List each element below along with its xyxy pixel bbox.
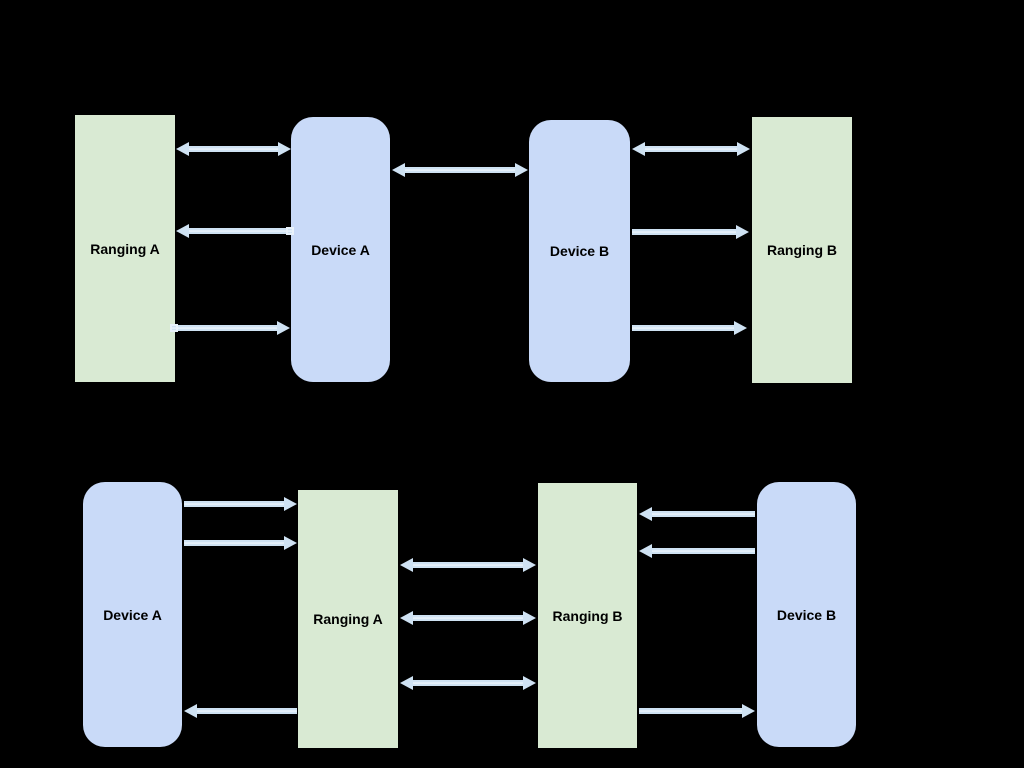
bottom-ranging-a-box: Ranging A <box>298 490 398 748</box>
arrowhead-left-icon <box>176 224 189 238</box>
arrow-tail-square-icon <box>170 324 178 332</box>
arrowhead-left-icon <box>400 611 413 625</box>
bottom-ranging-a-label: Ranging A <box>313 611 383 627</box>
arrowhead-left-icon <box>400 676 413 690</box>
arrowhead-left-icon <box>392 163 405 177</box>
arrow-shaft <box>411 562 525 568</box>
arrow-shaft <box>187 228 292 234</box>
arrow-shaft <box>650 548 755 554</box>
bottom-device-b-box: Device B <box>757 482 856 747</box>
arrow-bottom-ranging-a-ranging-b-bidirectional-lower <box>400 676 536 690</box>
arrowhead-right-icon <box>277 321 290 335</box>
top-device-b-label: Device B <box>549 243 610 259</box>
arrowhead-right-icon <box>736 225 749 239</box>
arrow-shaft <box>632 229 738 235</box>
arrow-shaft <box>184 501 286 507</box>
arrowhead-right-icon <box>515 163 528 177</box>
arrowhead-right-icon <box>737 142 750 156</box>
arrow-bottom-device-a-to-ranging-a-top <box>184 497 297 511</box>
bottom-ranging-b-label: Ranging B <box>552 607 623 624</box>
arrow-top-device-a-to-ranging-a <box>176 224 294 238</box>
arrowhead-right-icon <box>284 497 297 511</box>
top-ranging-a-label: Ranging A <box>90 240 160 257</box>
arrowhead-left-icon <box>632 142 645 156</box>
arrow-bottom-device-b-to-ranging-b-top <box>639 507 755 521</box>
arrow-shaft <box>184 540 286 546</box>
arrow-top-ranging-a-device-a-bidirectional <box>176 142 291 156</box>
arrow-shaft <box>195 708 297 714</box>
arrow-shaft <box>187 146 280 152</box>
arrow-top-ranging-a-to-device-a <box>170 321 290 335</box>
arrow-bottom-ranging-a-ranging-b-bidirectional-upper <box>400 558 536 572</box>
arrowhead-left-icon <box>400 558 413 572</box>
arrow-bottom-ranging-a-ranging-b-bidirectional-middle <box>400 611 536 625</box>
arrowhead-right-icon <box>734 321 747 335</box>
arrow-shaft <box>650 511 755 517</box>
arrowhead-right-icon <box>523 558 536 572</box>
arrowhead-left-icon <box>176 142 189 156</box>
arrow-top-device-b-to-ranging-b-bottom <box>632 321 747 335</box>
arrow-shaft <box>403 167 517 173</box>
arrow-top-device-b-to-ranging-b-middle <box>632 225 749 239</box>
arrow-bottom-ranging-a-to-device-a <box>184 704 297 718</box>
arrow-shaft <box>411 615 525 621</box>
top-device-a-box: Device A <box>291 117 390 382</box>
top-device-a-label: Device A <box>311 241 370 258</box>
top-ranging-b-box: Ranging B <box>752 117 852 383</box>
arrowhead-right-icon <box>523 676 536 690</box>
arrow-shaft <box>411 680 525 686</box>
top-ranging-a-box: Ranging A <box>75 115 175 382</box>
top-ranging-b-label: Ranging B <box>767 242 837 258</box>
arrow-shaft <box>172 325 279 331</box>
arrow-top-device-b-ranging-b-bidirectional <box>632 142 750 156</box>
arrow-bottom-device-b-to-ranging-b-upper <box>639 544 755 558</box>
arrow-shaft <box>639 708 744 714</box>
arrowhead-left-icon <box>639 507 652 521</box>
arrowhead-right-icon <box>742 704 755 718</box>
arrow-bottom-ranging-b-to-device-b <box>639 704 755 718</box>
bottom-ranging-b-box: Ranging B <box>538 483 637 748</box>
arrowhead-right-icon <box>284 536 297 550</box>
arrow-top-device-a-device-b-bidirectional <box>392 163 528 177</box>
arrow-tail-square-icon <box>286 227 294 235</box>
arrowhead-left-icon <box>184 704 197 718</box>
arrowhead-right-icon <box>523 611 536 625</box>
arrow-shaft <box>632 325 736 331</box>
arrow-shaft <box>643 146 739 152</box>
arrowhead-left-icon <box>639 544 652 558</box>
arrow-bottom-device-a-to-ranging-a-upper <box>184 536 297 550</box>
bottom-device-a-label: Device A <box>103 606 162 623</box>
top-device-b-box: Device B <box>529 120 630 382</box>
bottom-device-b-label: Device B <box>776 606 837 623</box>
bottom-device-a-box: Device A <box>83 482 182 747</box>
arrowhead-right-icon <box>278 142 291 156</box>
